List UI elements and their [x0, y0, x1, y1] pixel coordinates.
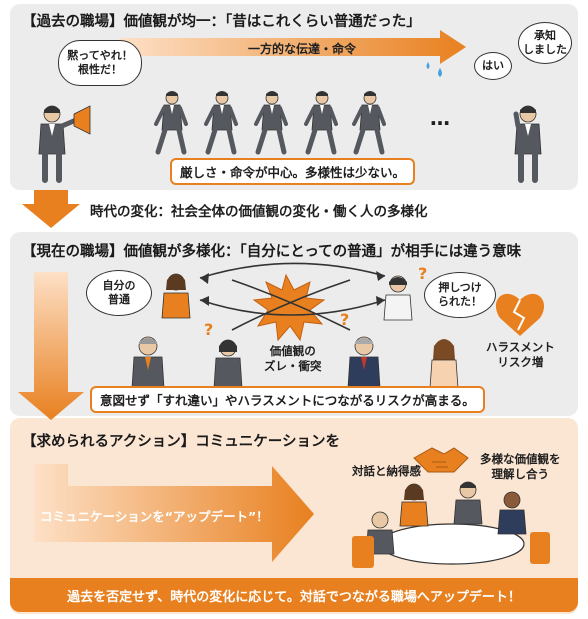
employee-row [156, 91, 384, 152]
clash-burst-icon [252, 273, 326, 342]
footer-text: 過去を否定せず、時代の変化に応じて。対話でつながる職場へアップデート！ [67, 590, 521, 605]
ellipsis-text: … [430, 106, 450, 130]
one-way-arrow-label: 一方的な伝達・命令 [248, 42, 357, 56]
update-arrow-label: コミュニケーションを“アップデート”！ [40, 509, 269, 524]
question-mark-icon: ? [204, 320, 214, 339]
own-normal-bubble: 自分の 普通 [86, 270, 152, 316]
action-title: 【求められるアクション】コミュニケーションを [22, 434, 340, 450]
transition-label: 時代の変化：社会全体の価値観の変化・働く人の多様化 [90, 204, 428, 220]
present-caption: 意図せず「すれ違い」やハラスメントにつながるリスクが高まる。 [90, 386, 485, 413]
sweat-icon [426, 62, 430, 69]
meeting-people [352, 481, 550, 568]
present-people [131, 273, 459, 389]
harassment-risk-label: ハラスメント リスク増 [486, 340, 555, 369]
present-title: 【現在の職場】価値観が多様化：「自分にとっての普通」が相手には違う意味 [22, 244, 522, 260]
update-arrow [34, 464, 314, 562]
reply-shouchi-bubble: 承知 しました [518, 22, 572, 64]
boss-speech-bubble: 黙ってやれ！ 根性だ！ [58, 40, 142, 86]
down-arrow-transition [22, 190, 80, 228]
sweat-icon [438, 68, 442, 77]
understand-label: 多様な価値観を 理解し合う [480, 452, 561, 481]
past-caption: 厳しさ・命令が中心。多様性は少ない。 [170, 158, 416, 185]
phone-person [515, 106, 541, 180]
question-mark-icon: ? [418, 264, 428, 283]
reply-hai-bubble: はい [474, 52, 512, 80]
past-title: 【過去の職場】価値観が均一：「昔はこれくらい普通だった」 [22, 14, 421, 30]
arrowheads [200, 271, 385, 306]
footer-bar: 過去を否定せず、時代の変化に応じて。対話でつながる職場へアップデート！ [10, 578, 578, 612]
down-arrow-present [18, 272, 84, 420]
boss-figure [39, 106, 91, 180]
conflict-arrows [199, 262, 386, 331]
question-mark-icon: ? [340, 310, 350, 329]
imposed-bubble: 押しつけ られた！ [424, 272, 496, 318]
one-way-arrow [120, 30, 466, 64]
dialog-label: 対話と納得感 [352, 464, 421, 478]
clash-label: 価値観の ズレ・衝突 [264, 344, 322, 373]
handshake-icon [413, 447, 469, 473]
